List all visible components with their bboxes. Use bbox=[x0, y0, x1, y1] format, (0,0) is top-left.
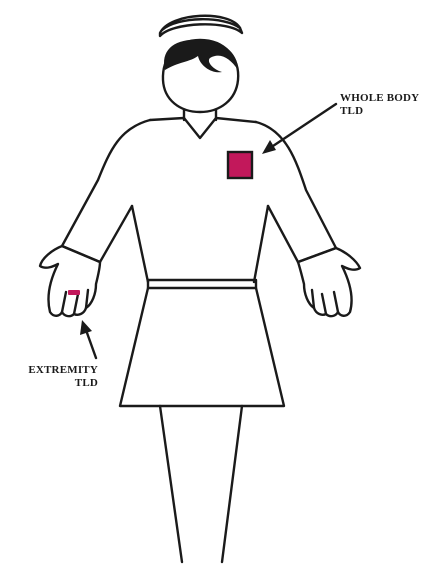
whole-body-label-line2: TLD bbox=[340, 105, 419, 118]
whole-body-tld-badge-icon bbox=[228, 152, 252, 178]
extremity-label-line1: EXTREMITY bbox=[6, 364, 98, 377]
extremity-arrow bbox=[80, 320, 96, 358]
nurse-cap bbox=[160, 16, 242, 36]
legs bbox=[160, 406, 242, 562]
right-hand bbox=[298, 248, 360, 316]
ring-dosimeter-icon bbox=[68, 290, 80, 295]
hair bbox=[164, 40, 238, 73]
head bbox=[163, 40, 238, 112]
gown bbox=[62, 118, 336, 406]
whole-body-label-line1: WHOLE BODY bbox=[340, 92, 419, 105]
extremity-tld-label: EXTREMITY TLD bbox=[6, 364, 98, 390]
left-hand bbox=[40, 246, 100, 316]
whole-body-tld-label: WHOLE BODY TLD bbox=[340, 92, 419, 118]
extremity-label-line2: TLD bbox=[6, 377, 98, 390]
